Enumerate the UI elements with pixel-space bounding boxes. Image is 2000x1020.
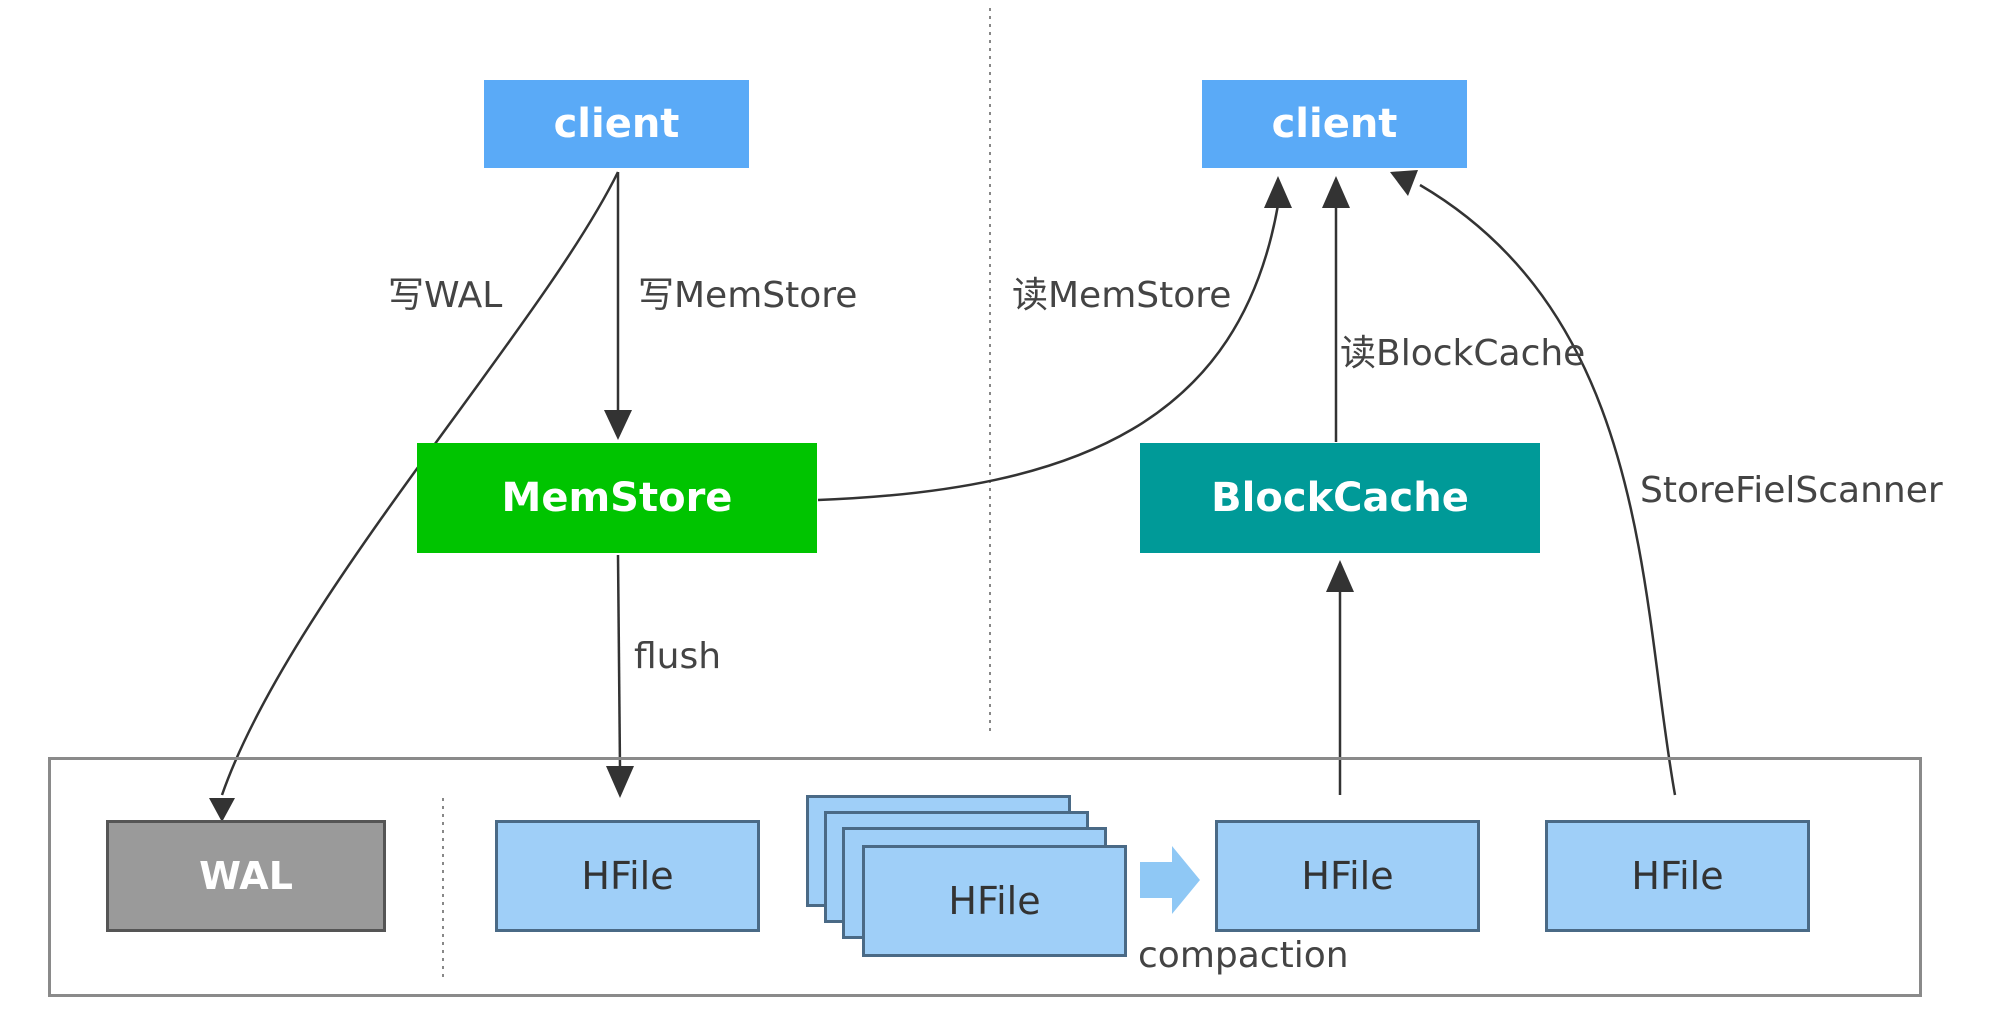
label-write-wal: 写WAL — [388, 275, 503, 316]
wal-node: WAL — [106, 820, 386, 932]
arrowhead-store-file-scanner — [1390, 170, 1418, 196]
hfile-scanned-node: HFile — [1545, 820, 1810, 932]
hfile-stack-node: HFile — [862, 845, 1127, 957]
arrowhead-read-blockcache — [1322, 176, 1350, 208]
edge-write-wal — [220, 171, 620, 796]
edge-read-memstore — [817, 204, 1280, 502]
arrowhead-read-memstore — [1264, 176, 1292, 208]
arrowhead-write-memstore — [604, 410, 632, 440]
hfile-compacted-node: HFile — [1215, 820, 1480, 932]
label-compaction: compaction — [1138, 935, 1349, 976]
client-read-node: client — [1202, 80, 1467, 168]
arrowhead-hfile-to-blockcache — [1326, 560, 1354, 592]
label-store-file-scanner: StoreFielScanner — [1640, 470, 1943, 511]
arrowhead-write-wal — [209, 798, 235, 822]
label-read-memstore: 读MemStore — [1012, 275, 1232, 316]
label-flush: flush — [634, 636, 722, 677]
arrowhead-flush — [606, 766, 634, 798]
client-write-node: client — [484, 80, 749, 168]
hfile-flushed-node: HFile — [495, 820, 760, 932]
edge-store-file-scanner — [1419, 183, 1677, 796]
label-read-blockcache: 读BlockCache — [1340, 333, 1586, 374]
storage-frame — [48, 757, 1922, 997]
label-write-memstore: 写MemStore — [638, 275, 858, 316]
memstore-node: MemStore — [417, 443, 817, 553]
edge-flush — [616, 554, 622, 769]
compaction-arrow — [1140, 846, 1200, 914]
blockcache-node: BlockCache — [1140, 443, 1540, 553]
